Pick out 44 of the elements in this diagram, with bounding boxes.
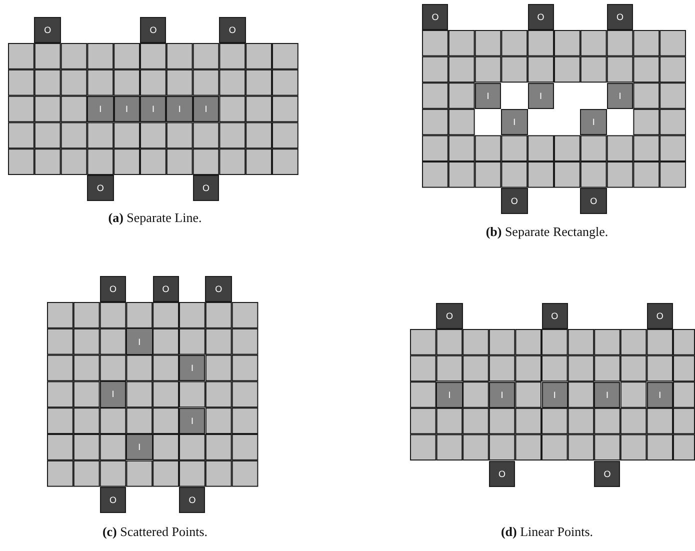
port-tile: O [436, 302, 463, 329]
marked-tile: I [646, 382, 673, 408]
marked-tile: I [501, 108, 528, 136]
marked-tile: I [606, 82, 634, 109]
port-tile: O [152, 276, 179, 302]
marked-tile: I [474, 82, 502, 109]
marked-tile: I [126, 434, 153, 460]
port-tile: O [528, 4, 554, 30]
marked-tile: I [166, 96, 193, 122]
port-tile: O [179, 486, 206, 514]
figure-caption: (d) Linear Points. [500, 524, 594, 540]
figure-caption: (c) Scattered Points. [101, 524, 209, 540]
port-tile: O [488, 460, 516, 487]
marked-tile: I [542, 382, 568, 408]
figure-caption: (a) Separate Line. [107, 210, 203, 226]
marked-tile: I [114, 96, 140, 122]
marked-tile: I [580, 108, 607, 136]
marked-tile: I [126, 328, 153, 355]
marked-tile: I [100, 381, 126, 408]
figure-caption: (b) Separate Rectangle. [484, 224, 610, 240]
port-tile: O [219, 16, 246, 43]
port-tile: O [205, 276, 232, 302]
port-tile: O [501, 188, 528, 214]
port-tile: O [100, 276, 126, 302]
marked-tile: I [528, 82, 554, 109]
marked-tile: I [192, 96, 220, 122]
marked-tile: I [488, 382, 516, 408]
marked-tile: I [179, 354, 206, 382]
port-tile: O [594, 460, 620, 487]
marked-tile: I [87, 96, 114, 122]
port-tile: O [646, 302, 673, 329]
port-tile: O [422, 4, 448, 30]
port-tile: O [606, 4, 634, 30]
port-tile: O [542, 302, 568, 329]
port-tile: O [34, 16, 61, 43]
port-tile: O [192, 175, 220, 202]
marked-tile: I [436, 382, 463, 408]
port-tile: O [580, 188, 607, 214]
port-tile: O [100, 486, 126, 514]
port-tile: O [87, 175, 114, 202]
marked-tile: I [140, 96, 166, 122]
marked-tile: I [179, 408, 206, 434]
marked-tile: I [594, 382, 620, 408]
port-tile: O [140, 16, 166, 43]
